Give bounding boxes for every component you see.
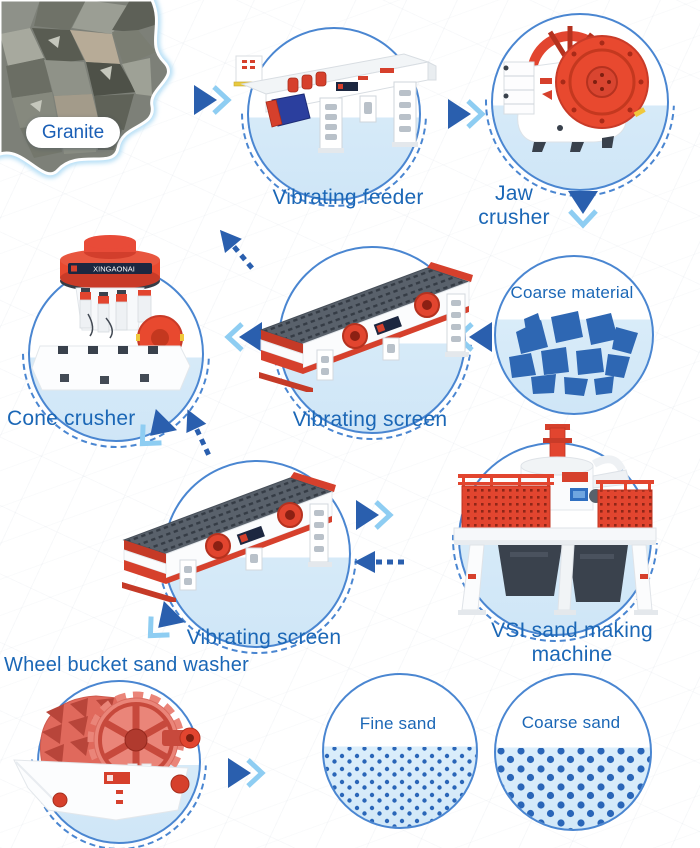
- cone-crusher-illustration: XINGAONAI: [31, 235, 191, 391]
- arrow-granite-to-feeder-icon: [190, 80, 236, 120]
- vibrating-screen-2-illustration: [118, 452, 348, 602]
- vibrating-feeder-label: Vibrating feeder: [272, 186, 424, 209]
- fine-sand-dots: [324, 747, 476, 827]
- fine-sand-circle: [322, 673, 478, 829]
- dashed-return-arrow-vsi-to-screen2-icon: [350, 545, 408, 579]
- granite-label: Granite: [41, 121, 105, 143]
- coarse-material-circle: [494, 255, 654, 415]
- vsi-sand-making-machine-label: VSI sand making machine: [491, 619, 653, 666]
- fine-sand-label: Fine sand: [359, 714, 437, 733]
- vsi-sand-making-machine-illustration: [453, 424, 658, 615]
- granite-rock-photo: [0, 0, 173, 179]
- coarse-sand-dots: [496, 748, 650, 829]
- vibrating-screen-1-illustration: [255, 242, 485, 392]
- coarse-material-rocks: [509, 311, 638, 396]
- coarse-sand-label: Coarse sand: [521, 713, 621, 732]
- jaw-crusher-label: Jaw crusher: [478, 182, 550, 229]
- wheel-bucket-sand-washer-illustration: [13, 691, 201, 821]
- jaw-crusher-illustration: [503, 26, 649, 152]
- arrow-feeder-to-jaw-icon: [444, 94, 490, 134]
- arrow-washer-to-fine-sand-icon: [224, 753, 270, 793]
- coarse-sand-circle: [494, 673, 652, 831]
- vibrating-screen-1-label: Vibrating screen: [292, 408, 448, 431]
- vibrating-feeder-illustration: [233, 53, 437, 153]
- arrow-screen2-to-vsi-icon: [352, 495, 398, 535]
- granite-source-badge: Granite: [26, 117, 120, 148]
- wheel-bucket-sand-washer-label: Wheel bucket sand washer: [4, 654, 249, 676]
- brand-text: XINGAONAI: [93, 265, 135, 274]
- coarse-material-label: Coarse material: [510, 283, 634, 302]
- vibrating-screen-2-label: Vibrating screen: [186, 626, 342, 649]
- cone-crusher-label: Cone crusher: [7, 407, 136, 430]
